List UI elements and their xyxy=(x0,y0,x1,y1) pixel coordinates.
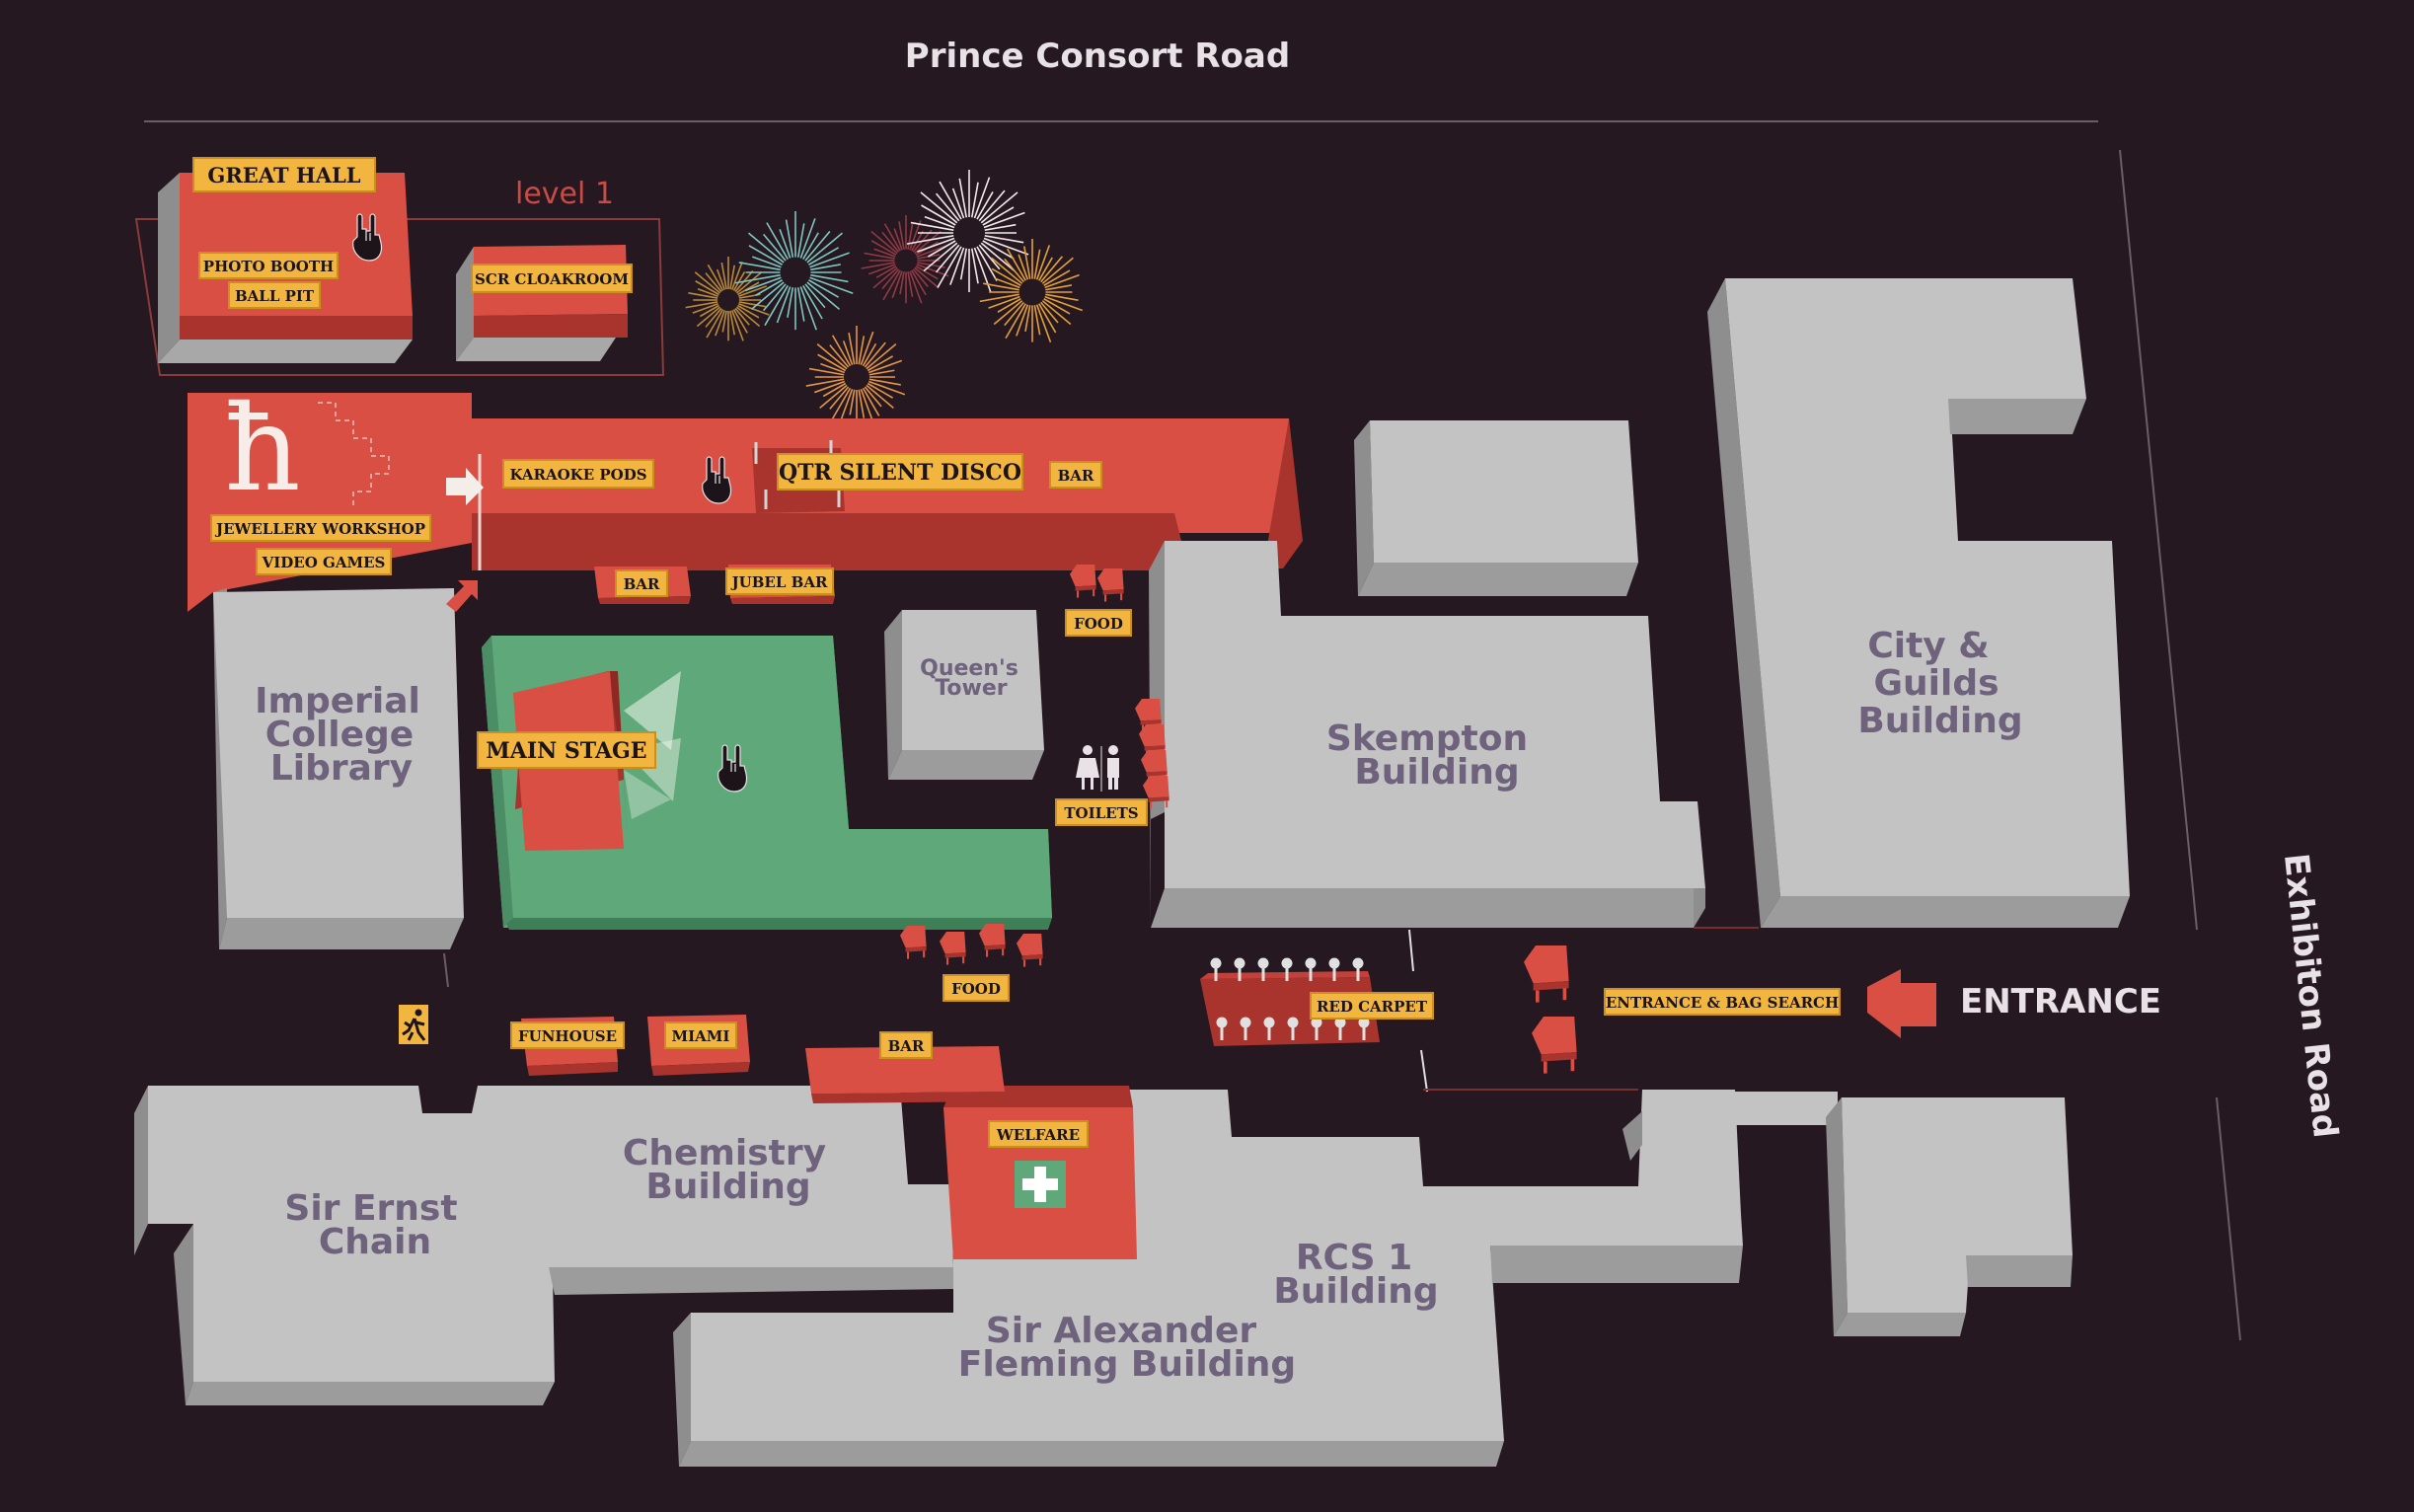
svg-text:FOOD: FOOD xyxy=(1074,615,1123,633)
svg-text:RED CARPET: RED CARPET xyxy=(1317,998,1428,1016)
city-guilds-label-3: Building xyxy=(1857,701,2022,741)
svg-text:FOOD: FOOD xyxy=(951,980,1001,998)
svg-text:MAIN STAGE: MAIN STAGE xyxy=(486,738,646,764)
qtr-silent-disco-tag[interactable]: QTR SILENT DISCO xyxy=(777,453,1023,491)
scr-cloakroom-tag[interactable]: SCR CLOAKROOM xyxy=(471,264,633,293)
toilets-icon xyxy=(1076,745,1119,792)
level-label: level 1 xyxy=(515,177,614,211)
welfare-tag[interactable]: WELFARE xyxy=(988,1120,1089,1148)
svg-text:MIAMI: MIAMI xyxy=(672,1027,730,1045)
svg-text:JUBEL BAR: JUBEL BAR xyxy=(730,573,828,591)
ernst-chain-label-1: Sir Ernst xyxy=(284,1188,457,1229)
library-building[interactable]: Imperial College Library xyxy=(213,588,464,949)
bar-bottom-tag[interactable]: BAR xyxy=(879,1031,933,1059)
ball-pit-tag[interactable]: BALL PIT xyxy=(228,281,321,309)
road-label-north: Prince Consort Road xyxy=(905,37,1290,76)
skempton-building[interactable]: Skempton Building xyxy=(1149,420,1705,928)
video-games-tag[interactable]: VIDEO GAMES xyxy=(256,548,392,575)
chemistry-chain-building[interactable]: Chemistry Building Sir Ernst Chain xyxy=(134,1086,953,1405)
jewellery-workshop-tag[interactable]: JEWELLERY WORKSHOP xyxy=(210,514,431,542)
great-hall-tag[interactable]: GREAT HALL xyxy=(192,157,376,192)
karaoke-pods-tag[interactable]: KARAOKE PODS xyxy=(502,459,654,489)
scr-cloakroom-block[interactable] xyxy=(456,245,628,361)
funhouse-tag[interactable]: FUNHOUSE xyxy=(510,1021,625,1049)
first-aid-icon xyxy=(1015,1161,1066,1208)
library-label-2: College xyxy=(265,715,414,755)
queens-tower[interactable]: Queen's Tower xyxy=(884,610,1044,780)
arrow-icon xyxy=(446,468,484,505)
food-bottom-seating xyxy=(900,924,1043,967)
svg-text:WELFARE: WELFARE xyxy=(996,1126,1080,1144)
ernst-chain-label-2: Chain xyxy=(319,1222,431,1262)
skempton-label-1: Skempton xyxy=(1326,718,1528,759)
road-label-east: Exhibiton Road xyxy=(2276,852,2345,1140)
bar-bottom-block[interactable] xyxy=(805,1046,1005,1103)
fleming-rcs1-building[interactable]: RCS 1 Building Sir Alexander Fleming Bui… xyxy=(673,1090,1743,1467)
rcs1-label-1: RCS 1 xyxy=(1296,1238,1412,1278)
miami-tag[interactable]: MIAMI xyxy=(664,1021,737,1049)
chemistry-label-1: Chemistry xyxy=(623,1133,826,1173)
entrance-arrow-icon[interactable] xyxy=(1867,969,1936,1038)
queens-tower-label-1: Queen's xyxy=(920,656,1018,681)
svg-text:FUNHOUSE: FUNHOUSE xyxy=(518,1027,617,1045)
svg-text:PHOTO BOOTH: PHOTO BOOTH xyxy=(203,258,334,275)
union-logo-icon: ħ xyxy=(224,381,300,518)
photo-booth-tag[interactable]: PHOTO BOOTH xyxy=(198,252,339,279)
svg-text:VIDEO GAMES: VIDEO GAMES xyxy=(262,554,386,571)
bar-mid-tag[interactable]: BAR xyxy=(615,569,668,597)
svg-text:JEWELLERY WORKSHOP: JEWELLERY WORKSHOP xyxy=(214,520,425,538)
svg-text:QTR SILENT DISCO: QTR SILENT DISCO xyxy=(779,460,1021,486)
fleming-label-2: Fleming Building xyxy=(958,1344,1296,1385)
svg-text:TOILETS: TOILETS xyxy=(1064,804,1138,822)
food-top-tag[interactable]: FOOD xyxy=(1065,609,1132,637)
bar-top-tag[interactable]: BAR xyxy=(1049,461,1102,489)
jubel-bar-tag[interactable]: JUBEL BAR xyxy=(725,567,834,595)
toilets-tag[interactable]: TOILETS xyxy=(1055,798,1148,826)
svg-text:BALL PIT: BALL PIT xyxy=(235,287,315,305)
fleming-label-1: Sir Alexander xyxy=(986,1311,1257,1351)
food-bottom-tag[interactable]: FOOD xyxy=(943,974,1010,1002)
east-block[interactable] xyxy=(1731,1092,2073,1336)
queens-tower-label-2: Tower xyxy=(935,676,1007,701)
city-guilds-building[interactable]: City & Guilds Building xyxy=(1707,278,2130,928)
arrow-icon xyxy=(446,580,478,612)
svg-text:SCR CLOAKROOM: SCR CLOAKROOM xyxy=(475,270,629,288)
chemistry-label-2: Building xyxy=(645,1167,810,1207)
svg-text:GREAT HALL: GREAT HALL xyxy=(207,163,360,188)
great-hall-block[interactable] xyxy=(158,173,413,363)
entrance-bag-search-tag[interactable]: ENTRANCE & BAG SEARCH xyxy=(1604,988,1841,1016)
emergency-exit-icon xyxy=(399,1005,428,1044)
city-guilds-label-1: City & xyxy=(1867,626,1989,666)
svg-text:ENTRANCE & BAG SEARCH: ENTRANCE & BAG SEARCH xyxy=(1606,994,1839,1012)
rcs1-label-2: Building xyxy=(1273,1271,1438,1312)
city-guilds-label-2: Guilds xyxy=(1873,663,1999,704)
entrance-label: ENTRANCE xyxy=(1960,982,2161,1021)
svg-text:KARAOKE PODS: KARAOKE PODS xyxy=(509,466,646,484)
skempton-label-2: Building xyxy=(1354,752,1519,793)
svg-text:BAR: BAR xyxy=(1058,467,1094,485)
red-carpet-tag[interactable]: RED CARPET xyxy=(1310,992,1434,1020)
svg-text:BAR: BAR xyxy=(624,575,660,593)
library-label-3: Library xyxy=(270,748,413,789)
library-label-1: Imperial xyxy=(255,681,420,721)
svg-text:BAR: BAR xyxy=(888,1037,925,1055)
main-stage-tag[interactable]: MAIN STAGE xyxy=(477,731,656,769)
entrance-gates xyxy=(1524,945,1577,1074)
fireworks-icon xyxy=(685,170,1084,426)
